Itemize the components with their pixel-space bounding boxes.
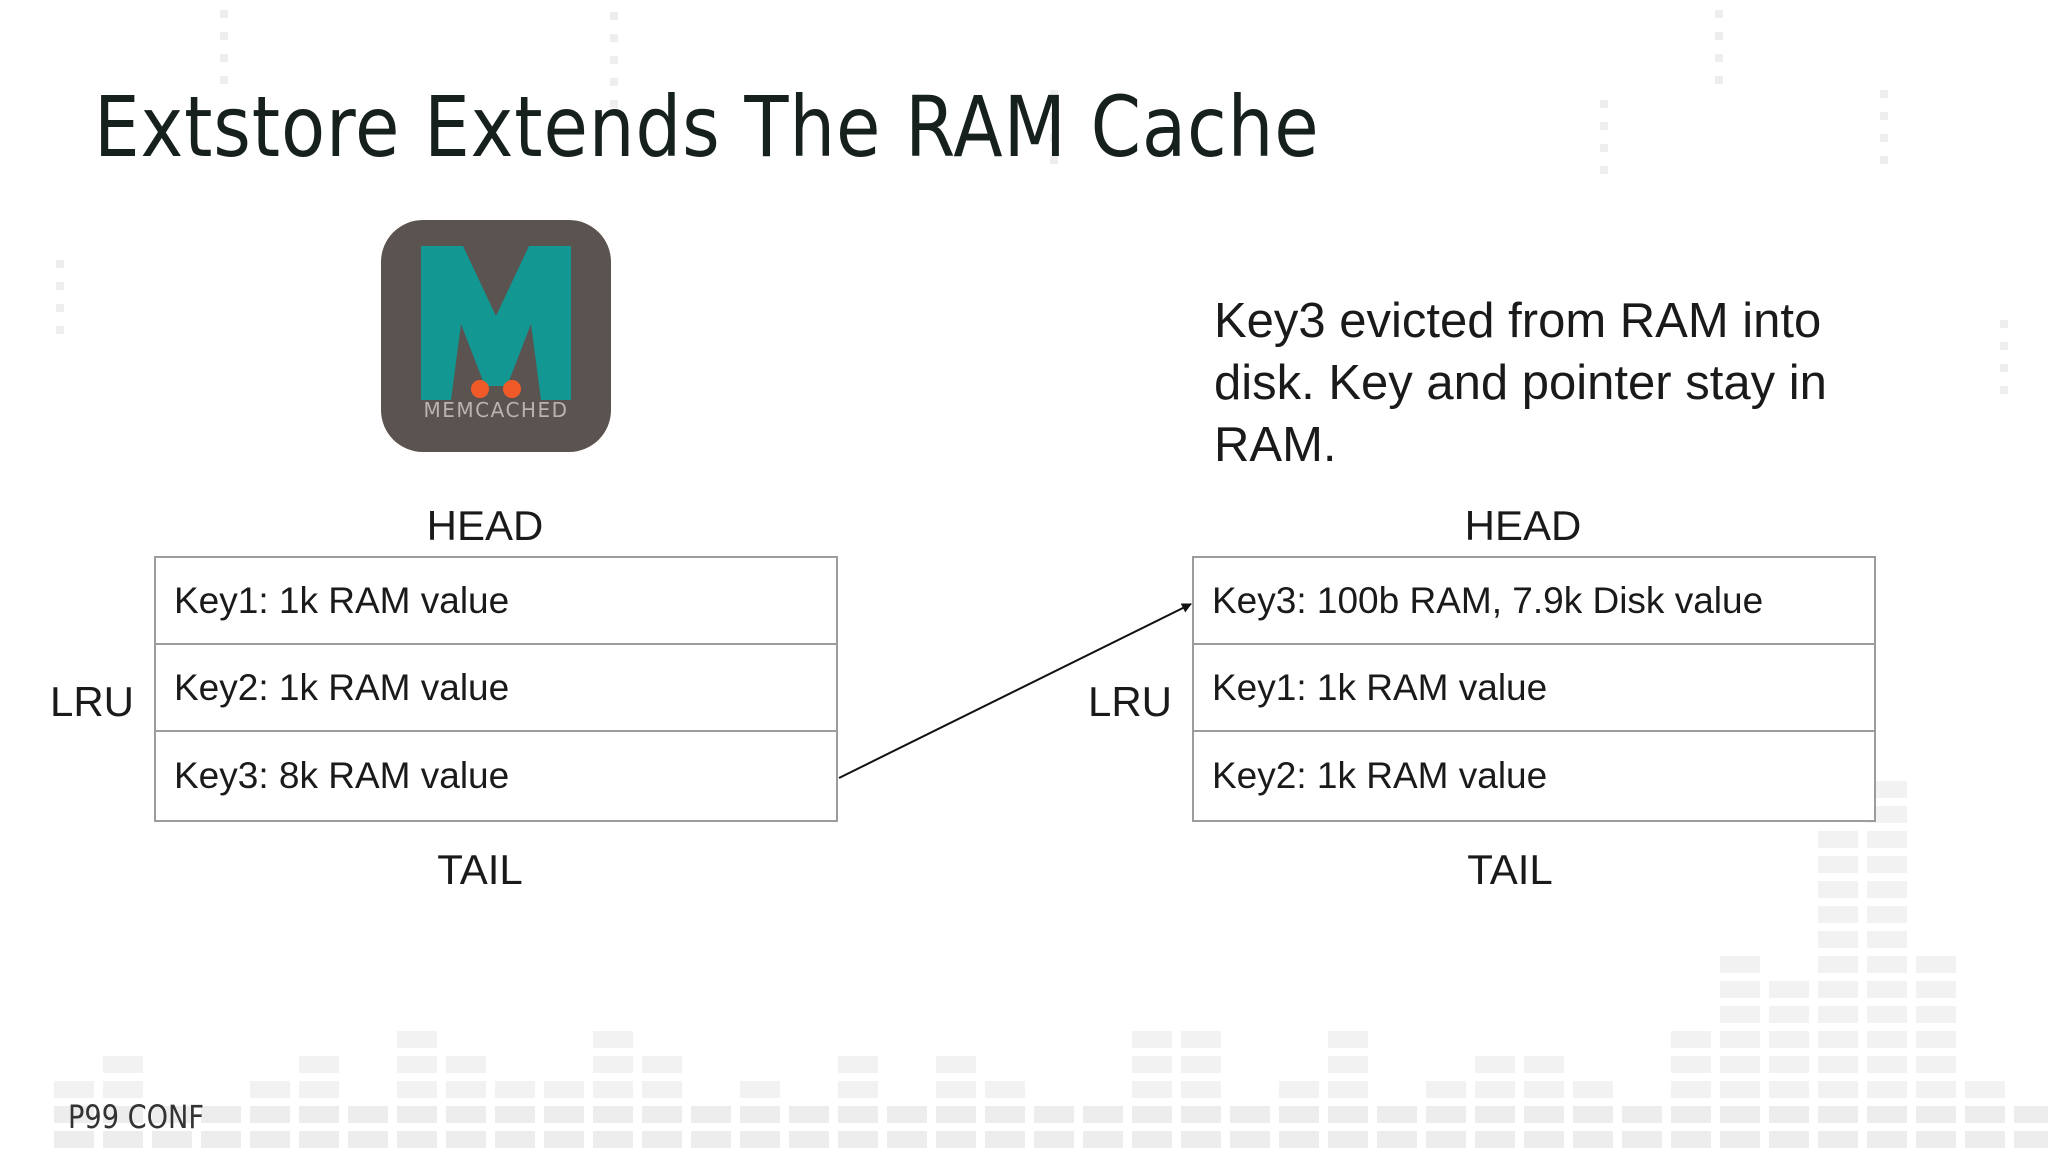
- after-head-label: HEAD: [1464, 502, 1582, 549]
- before-lru-list: Key1: 1k RAM value Key2: 1k RAM value Ke…: [154, 556, 838, 822]
- logo-wordmark: MEMCACHED: [423, 398, 569, 422]
- after-row-3: Key2: 1k RAM value: [1212, 754, 1548, 796]
- before-lru-label: LRU: [49, 678, 135, 725]
- after-tail-label: TAIL: [1467, 846, 1553, 893]
- footer-brand: P99 CONF: [68, 1098, 205, 1136]
- after-row-1: Key3: 100b RAM, 7.9k Disk value: [1194, 558, 1874, 645]
- before-tail-label: TAIL: [437, 846, 523, 893]
- after-lru-label: LRU: [1087, 678, 1173, 725]
- before-row-2: Key2: 1k RAM value: [156, 645, 836, 732]
- eviction-note: Key3 evicted from RAM into disk. Key and…: [1214, 294, 1827, 472]
- before-row-1: Key1: 1k RAM value: [156, 558, 836, 645]
- memcached-logo: MEMCACHED: [381, 220, 611, 452]
- after-lru-list: Key3: 100b RAM, 7.9k Disk value Key1: 1k…: [1192, 556, 1876, 822]
- memcached-m-icon: [421, 246, 571, 400]
- after-row-2: Key1: 1k RAM value: [1194, 645, 1874, 732]
- before-head-label: HEAD: [426, 502, 544, 549]
- slide-title: Extstore Extends The RAM Cache: [94, 78, 1320, 176]
- before-row-3: Key3: 8k RAM value: [174, 754, 510, 796]
